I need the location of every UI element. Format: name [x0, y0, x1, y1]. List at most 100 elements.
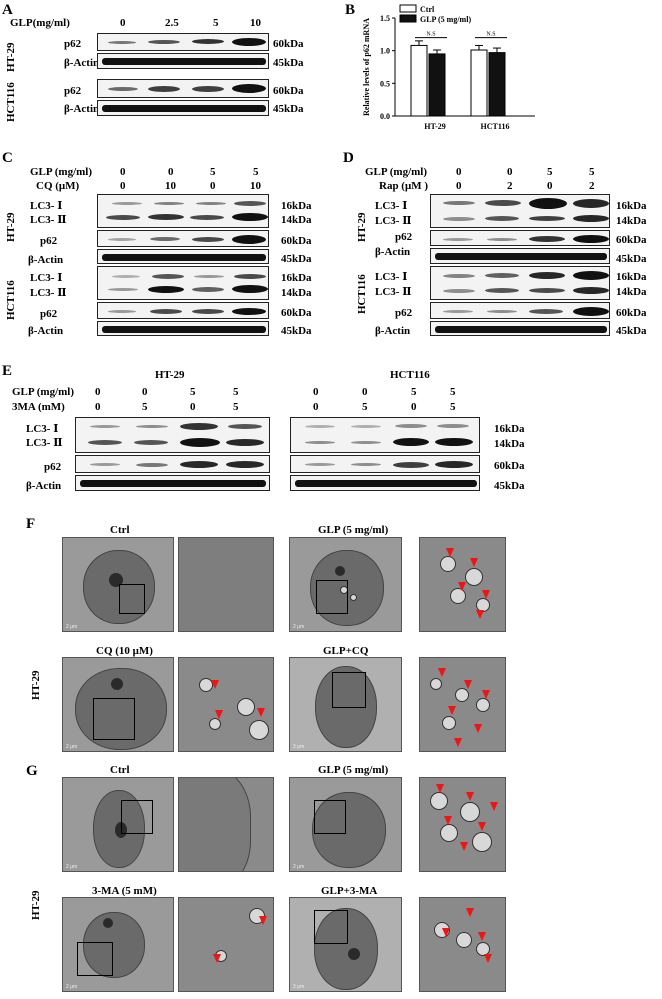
scale-f4: 2 μm [293, 744, 305, 750]
panel-a-hct116-side: HCT116 [5, 82, 17, 122]
panel-e-glp-5: 0 [313, 386, 319, 398]
bar [410, 44, 428, 117]
y-tick-label: 0.0 [380, 112, 390, 121]
blot-e-ht29-p62 [75, 455, 270, 473]
blot-c-hct-actin [97, 321, 269, 336]
panel-c-kda-5: 16kDa [281, 272, 312, 284]
panel-c-kda-8: 45kDa [281, 325, 312, 337]
panel-e-glp-4: 5 [233, 386, 239, 398]
panel-c-glp-3: 5 [210, 166, 216, 178]
panel-a-kda-4: 45kDa [273, 103, 304, 115]
panel-c-cq-1: 0 [120, 180, 126, 192]
panel-g-title-glp3ma: GLP+3-MA [321, 885, 378, 897]
panel-c-kda-6: 14kDa [281, 287, 312, 299]
panel-a-row4-protein: β-Actin [64, 103, 100, 115]
panel-e-glp-6: 0 [362, 386, 368, 398]
panel-d-hct-actin: β-Actin [375, 325, 411, 337]
blot-a-hct116-actin [97, 100, 269, 116]
panel-a-ht29-side: HT-29 [5, 42, 17, 72]
panel-e-glp-header: GLP (mg/ml) [12, 386, 75, 398]
panel-c-kda-7: 60kDa [281, 307, 312, 319]
panel-d-ht29-lc3ii: LC3- Ⅱ [375, 215, 412, 227]
x-tick-label: HCT116 [481, 122, 510, 131]
panel-e-lc3ii: LC3- Ⅱ [26, 437, 63, 449]
panel-e-ma-2: 5 [142, 401, 148, 413]
blot-e-hct-lc3 [290, 417, 480, 453]
ns-label: N.S [426, 32, 435, 38]
panel-d-rap-1: 0 [456, 180, 462, 192]
panel-e-hct116-header: HCT116 [390, 369, 430, 381]
panel-a-row2-protein: β-Actin [64, 57, 100, 69]
panel-d-ht29-side: HT-29 [356, 212, 368, 242]
blot-e-hct-p62 [290, 455, 480, 473]
panel-a-label: A [2, 2, 13, 18]
panel-c-glp-header: GLP (mg/ml) [30, 166, 93, 178]
panel-d-glp-2: 0 [507, 166, 513, 178]
panel-e-glp-7: 5 [411, 386, 417, 398]
panel-a-row1-protein: p62 [64, 38, 82, 50]
panel-a-glp-header: GLP(mg/ml) [10, 17, 70, 29]
zoom-f-cq [178, 657, 274, 752]
scale-g2: 2 μm [293, 864, 305, 870]
panel-c-kda-2: 14kDa [281, 214, 312, 226]
legend-swatch [399, 14, 417, 23]
zoom-g-3ma [178, 897, 274, 992]
panel-g-side-label: HT-29 [30, 890, 42, 920]
panel-c-ht29-side: HT-29 [5, 212, 17, 242]
panel-c-hct-lc3ii: LC3- Ⅱ [30, 287, 67, 299]
tem-f-cq: 2 μm [62, 657, 174, 752]
blot-a-ht29-actin [97, 53, 269, 69]
blot-e-ht29-actin [75, 475, 270, 491]
blot-d-ht29-actin [430, 248, 610, 264]
panel-d-kda-4: 45kDa [616, 253, 647, 265]
panel-c-ht29-actin: β-Actin [28, 254, 64, 266]
y-tick-label: 1.5 [380, 14, 390, 23]
zoom-g-glp [419, 777, 506, 872]
panel-e-ma-4: 5 [233, 401, 239, 413]
y-tick-label: 1.0 [380, 47, 390, 56]
panel-c-cq-header: CQ (μM) [36, 180, 80, 192]
panel-c-glp-2: 0 [168, 166, 174, 178]
panel-c-ht29-lc3i: LC3- Ⅰ [30, 200, 63, 212]
panel-d-rap-4: 2 [589, 180, 595, 192]
tem-g-ctrl: 2 μm [62, 777, 174, 872]
blot-c-hct-p62 [97, 302, 269, 319]
panel-e-ma-header: 3MA (mM) [12, 401, 65, 413]
panel-g-title-3ma: 3-MA (5 mM) [92, 885, 157, 897]
panel-f-label: F [26, 516, 36, 532]
panel-a-kda-2: 45kDa [273, 57, 304, 69]
panel-d-kda-1: 16kDa [616, 200, 647, 212]
panel-d-rap-3: 0 [547, 180, 553, 192]
panel-b-label: B [345, 2, 356, 18]
panel-d-kda-7: 60kDa [616, 307, 647, 319]
panel-f-title-glp: GLP (5 mg/ml) [318, 524, 389, 536]
tem-f-glpcq: 2 μm [289, 657, 402, 752]
zoom-g-ctrl [178, 777, 274, 872]
panel-e-glp-1: 0 [95, 386, 101, 398]
zoom-f-ctrl [178, 537, 274, 632]
panel-f-side-label: HT-29 [30, 670, 42, 700]
panel-d-hct-lc3i: LC3- Ⅰ [375, 271, 408, 283]
panel-c-kda-4: 45kDa [281, 253, 312, 265]
panel-d-kda-8: 45kDa [616, 325, 647, 337]
scale-g1: 2 μm [66, 864, 78, 870]
tem-f-ctrl: 2 μm [62, 537, 174, 632]
panel-d-kda-2: 14kDa [616, 215, 647, 227]
zoom-f-glp [419, 537, 506, 632]
panel-a-row3-protein: p62 [64, 85, 82, 97]
panel-a-dose-2: 2.5 [165, 17, 179, 29]
panel-d-glp-4: 5 [589, 166, 595, 178]
panel-f-title-ctrl: Ctrl [110, 524, 130, 536]
scale-f3: 2 μm [66, 744, 78, 750]
panel-e-lc3i: LC3- Ⅰ [26, 423, 59, 435]
panel-d-glp-header: GLP (mg/ml) [365, 166, 428, 178]
panel-a-kda-3: 60kDa [273, 85, 304, 97]
blot-d-ht29-lc3 [430, 194, 610, 228]
panel-c-hct-lc3i: LC3- Ⅰ [30, 272, 63, 284]
scale-f1: 2 μm [66, 624, 78, 630]
panel-e-glp-3: 5 [190, 386, 196, 398]
panel-e-kda-3: 60kDa [494, 460, 525, 472]
blot-e-ht29-lc3 [75, 417, 270, 453]
panel-d-kda-6: 14kDa [616, 286, 647, 298]
